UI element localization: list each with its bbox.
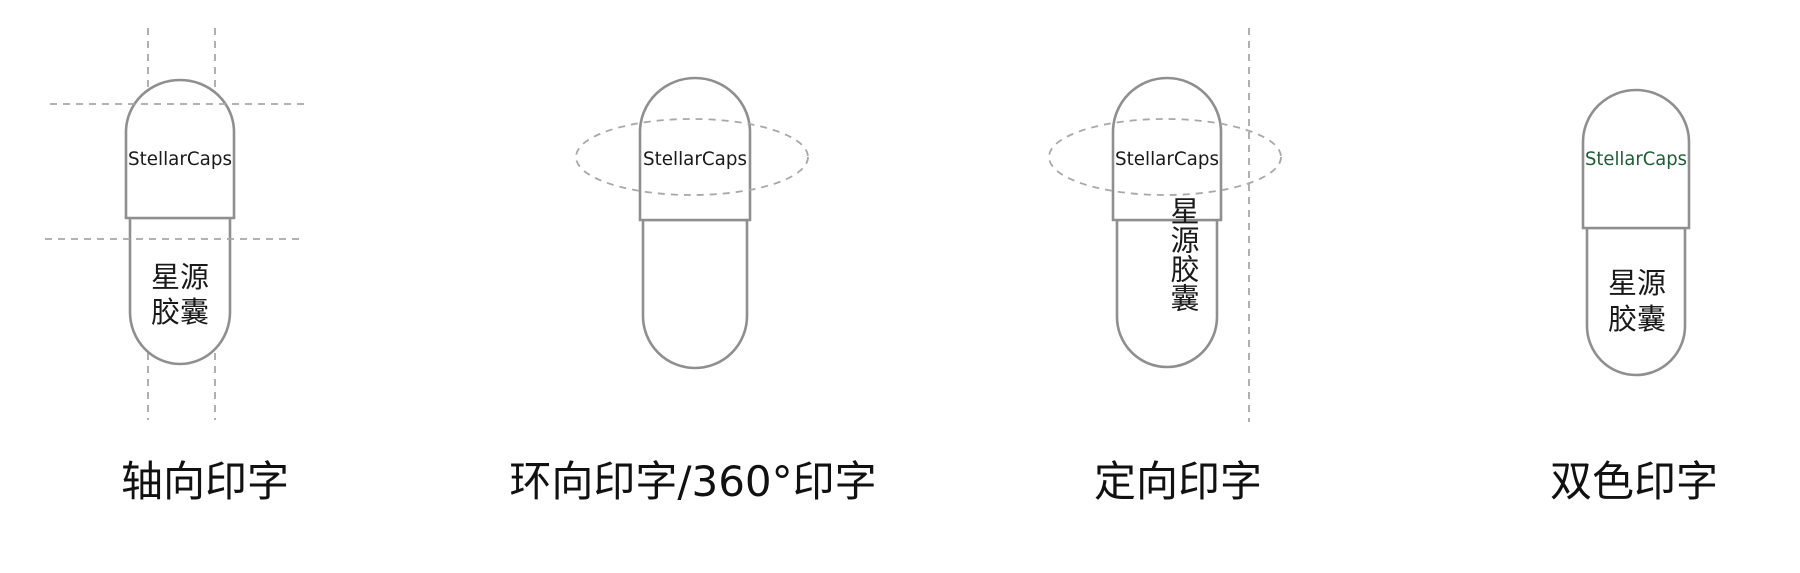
body-print-line-2: 胶囊 <box>151 295 209 329</box>
caption-two-color: 双色印字 <box>1549 457 1719 506</box>
panel-circumferential: StellarCaps <box>575 76 809 370</box>
guide-ring-ellipse <box>1048 118 1282 196</box>
body-print-line-2: 胶囊 <box>1608 302 1666 336</box>
capsule-cap <box>638 76 752 222</box>
body-print-line-1: 星源 <box>1608 266 1666 300</box>
capsule-body <box>128 216 232 366</box>
cap-print-text: StellarCaps <box>128 148 232 170</box>
guide-ring-ellipse <box>575 118 809 196</box>
capsule-body <box>1115 218 1219 369</box>
caption-axial: 轴向印字 <box>120 457 290 506</box>
capsule-cap <box>124 78 236 220</box>
cap-print-text: StellarCaps <box>1115 148 1219 170</box>
body-print-vertical: 星源胶囊 <box>1166 196 1200 312</box>
capsule-body <box>1585 226 1687 377</box>
caption-circumferential: 环向印字/360°印字 <box>509 457 877 506</box>
body-print-line-1: 星源 <box>151 260 209 294</box>
caption-oriented: 定向印字 <box>1093 457 1263 506</box>
cap-print-text-green: StellarCaps <box>1585 148 1687 170</box>
capsule-body <box>641 218 749 370</box>
capsule-cap <box>1581 88 1691 230</box>
capsule-cap <box>1111 76 1223 222</box>
cap-print-text: StellarCaps <box>643 148 747 170</box>
panel-two-color: StellarCaps 星源 胶囊 <box>1581 88 1691 377</box>
panel-oriented: StellarCaps 星源胶囊 <box>1048 28 1282 422</box>
panel-axial: StellarCaps 星源 胶囊 <box>45 28 308 420</box>
